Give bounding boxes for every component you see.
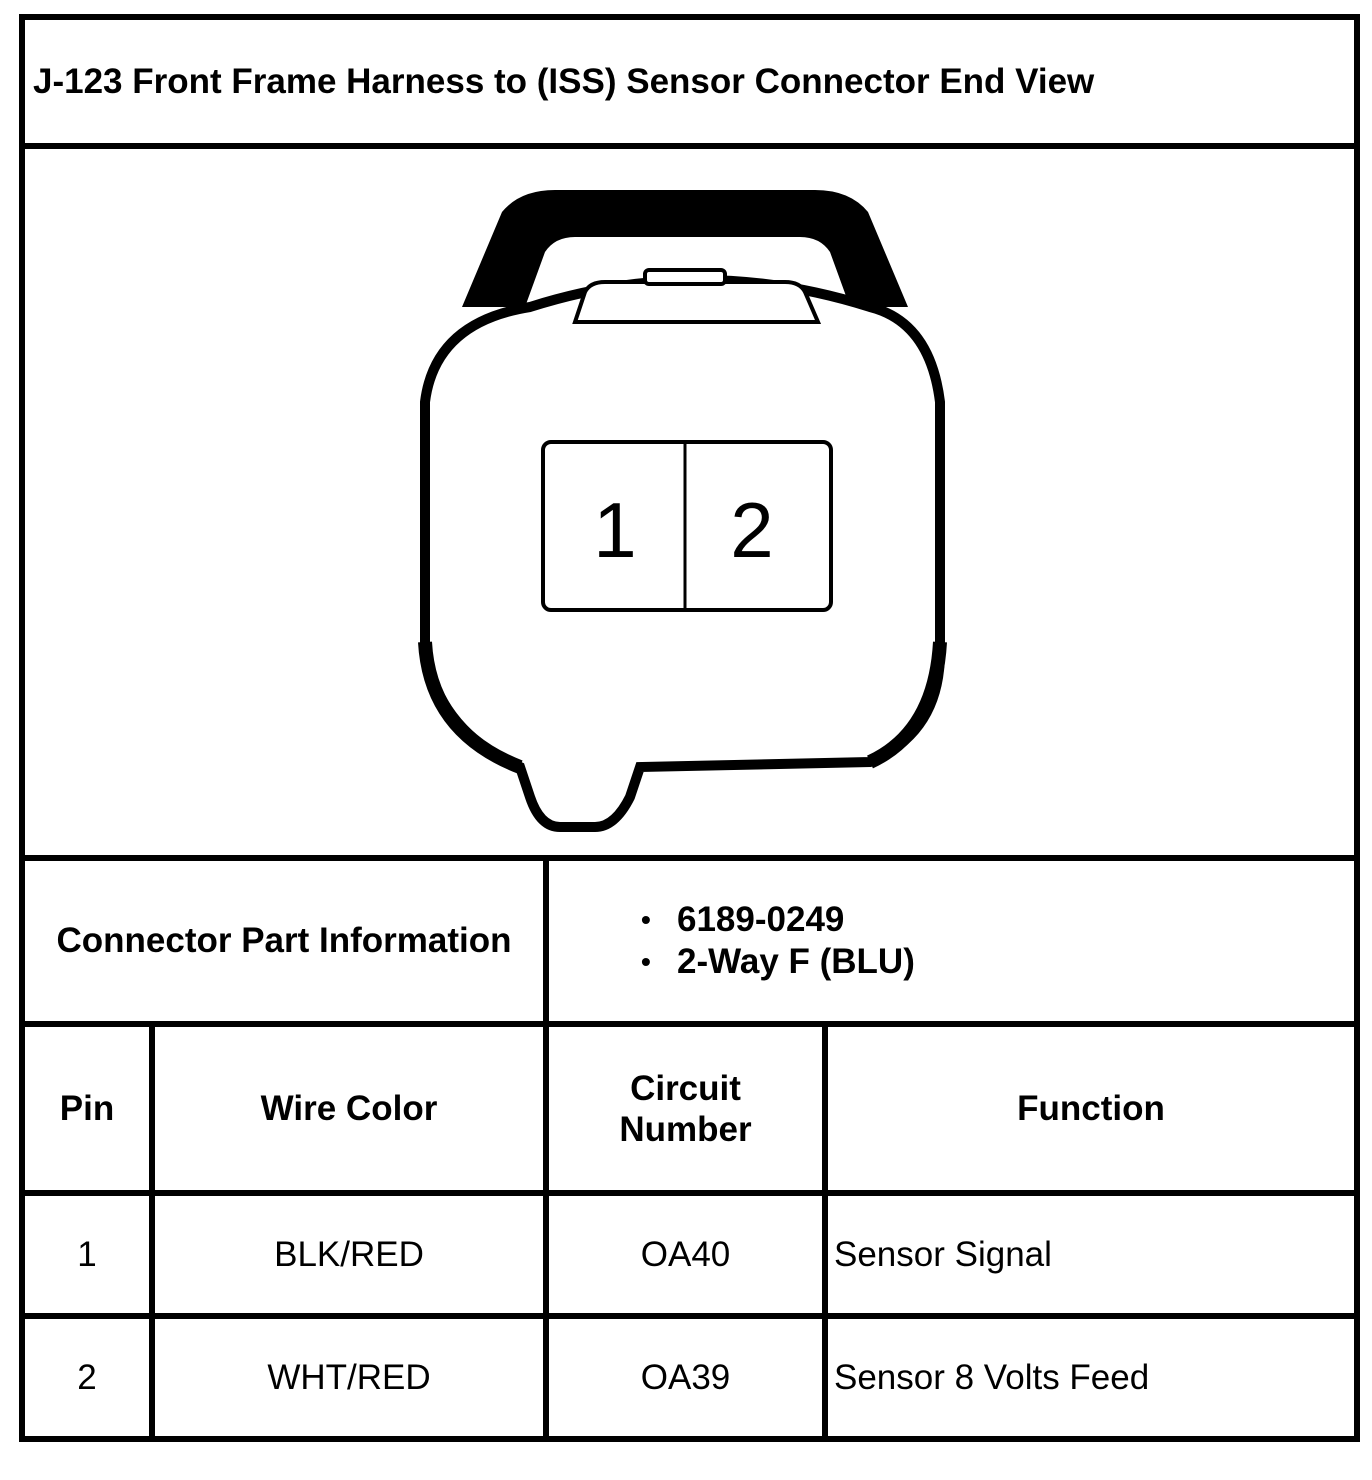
cavity-label-1: 1: [593, 486, 636, 574]
header-function: Function: [821, 1021, 1361, 1196]
connector-key-tab: [571, 280, 821, 324]
part-info-label: Connector Part Information: [19, 855, 549, 1027]
cavity-block: [540, 440, 833, 612]
circuit-cell: OA40: [543, 1190, 828, 1319]
function-cell: Sensor 8 Volts Feed: [821, 1313, 1361, 1442]
circuit-cell: OA39: [543, 1313, 828, 1442]
part-info-item: •6189-0249: [641, 900, 845, 939]
wire-color-cell: WHT/RED: [149, 1313, 549, 1442]
header-circuit-number: Circuit Number: [543, 1021, 828, 1196]
pin-cell: 1: [19, 1190, 155, 1319]
header-wire-color: Wire Color: [149, 1021, 549, 1196]
connector-latch: [461, 190, 908, 307]
connector-table: J-123 Front Frame Harness to (ISS) Senso…: [18, 14, 1361, 1442]
table-row: 2 WHT/RED OA39 Sensor 8 Volts Feed: [19, 1313, 1361, 1442]
connector-diagram: J-123 Front Frame Harness to (ISS) Senso…: [18, 14, 1361, 1466]
part-info-list: •6189-0249 •2-Way F (BLU): [542, 855, 1361, 1027]
wire-color-cell: BLK/RED: [149, 1190, 549, 1319]
part-info-item: •2-Way F (BLU): [641, 942, 915, 981]
connector-drawing: 1 2: [417, 190, 947, 832]
header-pin: Pin: [19, 1021, 155, 1196]
cavity-label-2: 2: [730, 486, 773, 574]
diagram-title: J-123 Front Frame Harness to (ISS) Senso…: [18, 14, 1361, 149]
connector-end-view: 1 2: [18, 143, 1361, 861]
table-row: 1 BLK/RED OA40 Sensor Signal: [19, 1190, 1361, 1319]
pin-cell: 2: [19, 1313, 155, 1442]
function-cell: Sensor Signal: [821, 1190, 1361, 1319]
